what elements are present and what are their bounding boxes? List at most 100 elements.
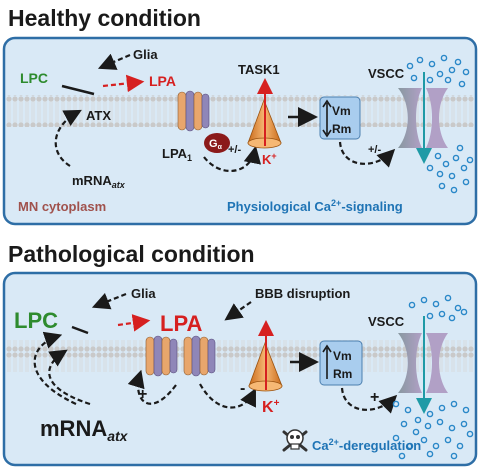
calcium-ion (452, 154, 460, 162)
pathological-lpc-line (71, 325, 89, 335)
pathological-lpa-label: LPA (160, 311, 202, 336)
calcium-ion (432, 442, 440, 450)
healthy-vscc-left (398, 88, 422, 148)
calcium-ion (414, 416, 422, 424)
pathological-lpc-label: LPC (14, 308, 58, 333)
calcium-ion (438, 182, 446, 190)
pathological-vm-label: Vm (333, 349, 352, 363)
calcium-ion (456, 144, 464, 152)
healthy-atx-label: ATX (86, 108, 111, 123)
calcium-ion (454, 58, 462, 66)
calcium-ion (444, 436, 452, 444)
pathological-vm-to-vscc-arrow (340, 387, 398, 414)
calcium-ion (408, 301, 416, 309)
pathological-lpa-arrow (117, 314, 151, 332)
healthy-rm-label: Rm (332, 122, 351, 136)
pathological-minus-arrow (199, 383, 256, 409)
calcium-ion (406, 442, 414, 450)
healthy-calcium-ions (406, 54, 474, 194)
calcium-ion (444, 76, 452, 84)
calcium-ion (416, 56, 424, 64)
pathological-bbb-arrow (224, 301, 252, 321)
calcium-ion (454, 304, 462, 312)
healthy-vm-to-vscc-arrow (338, 141, 396, 168)
healthy-mrna-label: mRNAatx (72, 173, 126, 190)
calcium-ion (410, 74, 418, 82)
pathological-plus-feedback-arrow (127, 369, 177, 405)
calcium-ion (462, 68, 470, 76)
calcium-ion (426, 450, 434, 458)
healthy-lpa-label: LPA (149, 73, 176, 89)
calcium-ion (448, 172, 456, 180)
pathological-rm-label: Rm (333, 367, 352, 381)
calcium-ion (438, 404, 446, 412)
pathological-bbb-label: BBB disruption (255, 286, 350, 301)
pathological-mrna-arrow-1 (48, 349, 91, 406)
pathological-lpa1-receptor-1 (145, 335, 178, 377)
healthy-vscc-label: VSCC (368, 66, 405, 81)
pathological-calcium-ions (392, 294, 474, 460)
skull-crossbones-icon (282, 429, 308, 452)
pathological-glia-arrow (91, 292, 127, 310)
pathological-mrna-arrow-2 (33, 331, 77, 405)
calcium-ion (444, 294, 452, 302)
healthy-task1-label: TASK1 (238, 62, 280, 77)
calcium-ion (436, 418, 444, 426)
calcium-ion (458, 80, 466, 88)
calcium-ion (426, 410, 434, 418)
calcium-ion (462, 178, 470, 186)
healthy-plusminus-1: +/- (228, 144, 241, 156)
calcium-ion (450, 186, 458, 194)
healthy-galpha-protein (204, 133, 230, 153)
pathological-vscc-left (398, 333, 422, 393)
calcium-ion (426, 312, 434, 320)
healthy-vscc-right (426, 88, 448, 148)
calcium-ion (460, 308, 468, 316)
pathological-plus-label: + (138, 386, 147, 403)
calcium-ion (440, 54, 448, 62)
calcium-ion (424, 422, 432, 430)
calcium-ion (460, 420, 468, 428)
healthy-vm-label: Vm (332, 104, 351, 118)
pathological-minus-label: - (240, 380, 245, 397)
healthy-glia-arrow (97, 53, 131, 70)
pathological-mrna-label: mRNAatx (40, 416, 129, 444)
calcium-ion (442, 160, 450, 168)
calcium-ion (448, 424, 456, 432)
calcium-ion (426, 76, 434, 84)
healthy-signaling-label: Physiological Ca2+-signaling (227, 198, 403, 214)
pathological-deregulation-label: Ca2+-deregulation (312, 437, 421, 453)
calcium-ion (462, 406, 470, 414)
healthy-k-label: K+ (262, 151, 277, 167)
pathological-vscc-right (426, 333, 448, 393)
healthy-cytoplasm-label: MN cytoplasm (18, 199, 106, 214)
healthy-membrane (6, 95, 474, 127)
calcium-ion (392, 400, 400, 408)
calcium-ion (400, 420, 408, 428)
calcium-ion (450, 452, 458, 460)
pathological-membrane (6, 340, 474, 372)
healthy-plusminus-2: +/- (368, 144, 381, 156)
calcium-ion (466, 156, 474, 164)
calcium-ion (406, 62, 414, 70)
calcium-ion (436, 70, 444, 78)
calcium-ion (460, 164, 468, 172)
pathological-vscc-label: VSCC (368, 314, 405, 329)
calcium-ion (438, 310, 446, 318)
calcium-ion (448, 66, 456, 74)
healthy-galpha-label: Gα (209, 138, 223, 151)
pathological-glia-label: Glia (131, 286, 156, 301)
healthy-lpa-arrow (102, 74, 145, 93)
calcium-ion (466, 430, 474, 438)
pathological-lpa1-receptor-2 (183, 335, 216, 377)
calcium-ion (404, 406, 412, 414)
healthy-mrna-arrow (54, 109, 82, 167)
healthy-galpha-arrow (203, 145, 262, 172)
healthy-lpc-line (61, 84, 95, 96)
healthy-lpc-label: LPC (20, 70, 48, 86)
pathological-k-label: K+ (262, 398, 280, 416)
healthy-lpa1-receptor (177, 90, 210, 132)
calcium-ion (434, 152, 442, 160)
calcium-ion (420, 436, 428, 444)
